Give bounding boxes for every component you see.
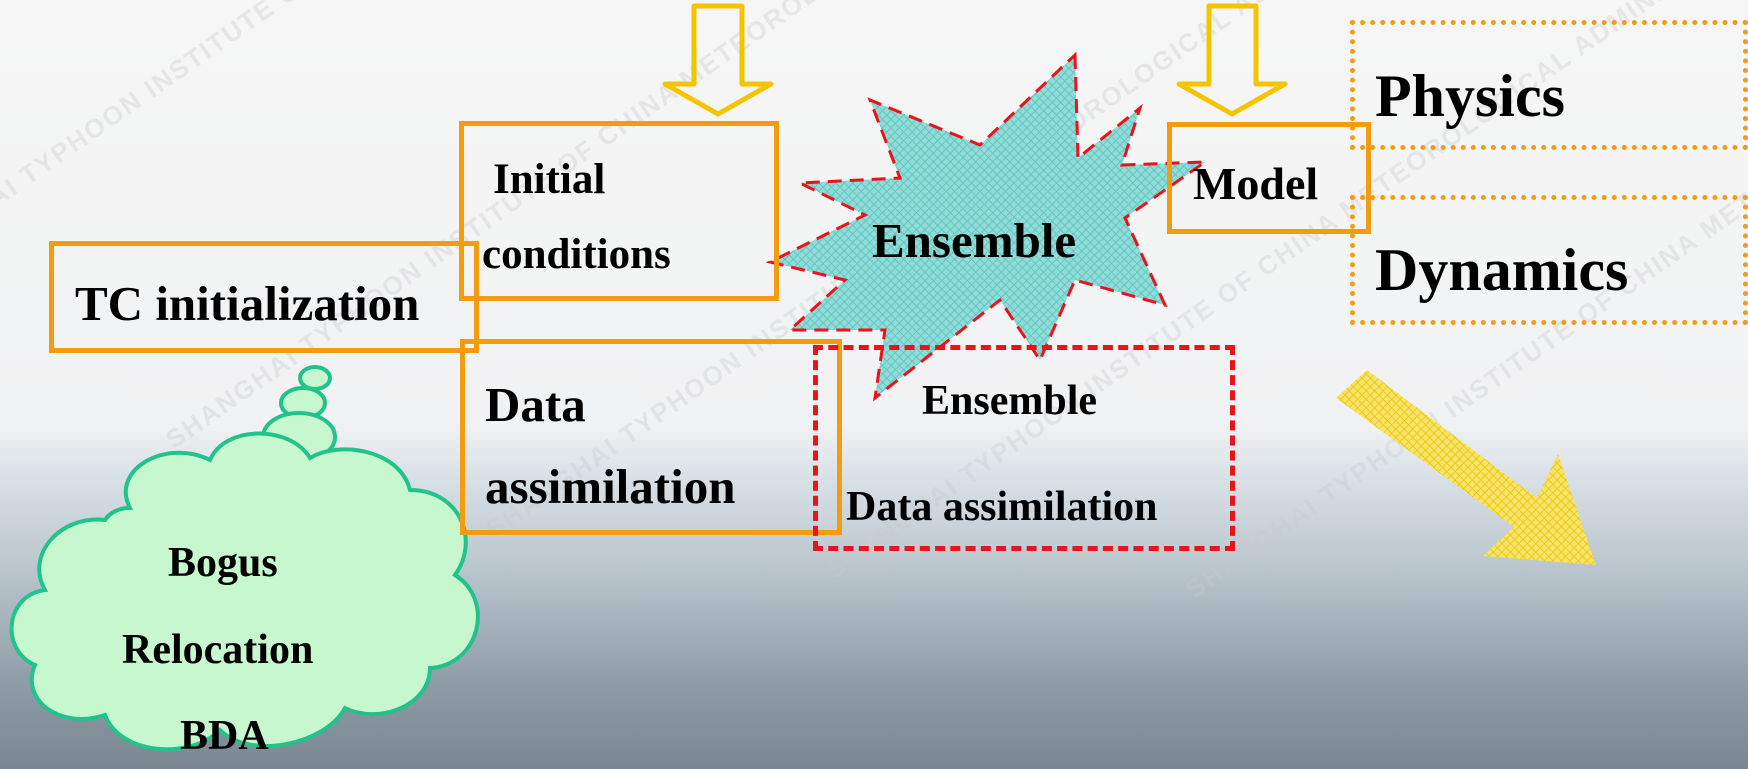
model-box	[1167, 122, 1371, 234]
dynamics-label: Dynamics	[1375, 237, 1629, 303]
cloud-shape	[9, 431, 480, 752]
ensemble-da-label-line2: Data assimilation	[846, 484, 1158, 530]
ensemble-data-assimilation-box	[813, 345, 1235, 551]
model-label: Model	[1193, 158, 1319, 209]
thought-bubble-small	[298, 365, 332, 391]
cloud-item-relocation: Relocation	[122, 627, 314, 673]
tc-initialization-label: TC initialization	[75, 276, 420, 331]
initial-conditions-label-line2: conditions	[482, 231, 671, 278]
dynamics-box	[1350, 195, 1748, 325]
tc-initialization-box	[49, 241, 479, 353]
data-assimilation-label-line2: assimilation	[485, 459, 736, 514]
data-assimilation-label-line1: Data	[485, 377, 586, 432]
ensemble-burst-label: Ensemble	[872, 213, 1077, 268]
ensemble-da-label-line1: Ensemble	[922, 378, 1098, 424]
cloud-item-bogus: Bogus	[168, 540, 278, 586]
initial-conditions-label-line1: Initial	[493, 156, 606, 203]
down-arrow-initial-icon	[662, 3, 774, 117]
initial-conditions-box	[459, 121, 779, 301]
down-arrow-model-icon	[1176, 3, 1288, 117]
output-arrow-icon	[1336, 370, 1596, 565]
data-assimilation-box	[460, 339, 842, 535]
physics-label: Physics	[1375, 63, 1566, 129]
cloud-item-bda: BDA	[180, 713, 269, 759]
ensemble-burst-shape	[765, 51, 1211, 402]
physics-box	[1350, 20, 1748, 150]
